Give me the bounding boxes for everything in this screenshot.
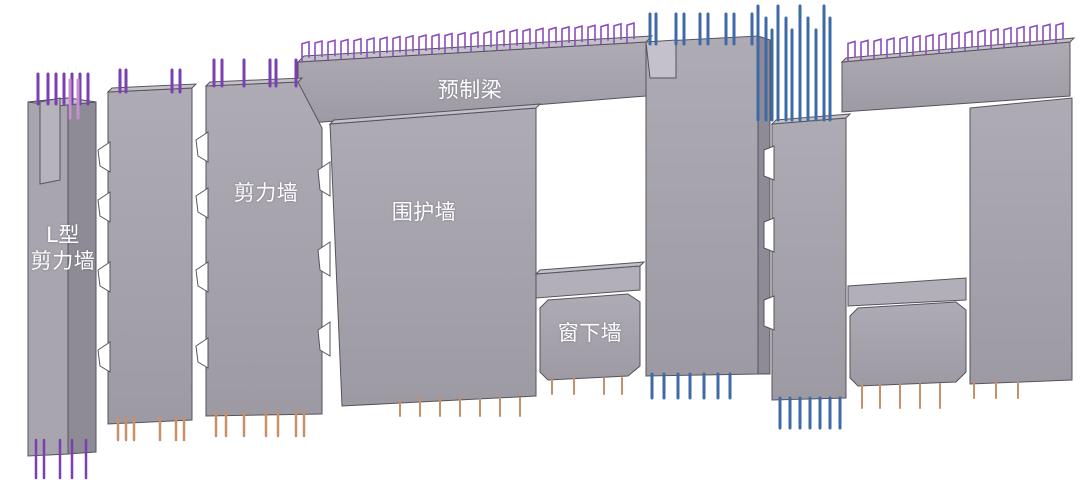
stirrup	[873, 38, 882, 60]
right-wall	[969, 97, 1073, 385]
stirrup	[587, 24, 596, 46]
stirrup	[860, 39, 869, 61]
stirrup	[522, 28, 531, 50]
shear-wall-center	[645, 35, 771, 377]
stirrup	[561, 25, 570, 47]
stirrup	[509, 28, 518, 50]
stirrup	[951, 31, 960, 53]
stirrup	[886, 36, 895, 59]
stirrup	[444, 32, 453, 54]
stirrup	[938, 32, 947, 54]
stirrup	[535, 27, 544, 49]
l-shear-wall	[27, 97, 97, 457]
shear-wall-2	[195, 77, 331, 417]
stirrup	[457, 31, 466, 53]
precast-beam-label: 预制梁	[437, 78, 503, 102]
precast-beam	[296, 35, 1076, 125]
stirrup	[418, 33, 427, 56]
stirrup	[600, 23, 609, 45]
stirrup	[912, 34, 921, 56]
stirrup	[496, 29, 505, 51]
stirrup	[340, 38, 349, 60]
stirrup	[1042, 23, 1051, 45]
enclosure-wall	[328, 103, 542, 407]
stirrup	[483, 30, 492, 52]
stirrup	[470, 30, 479, 53]
stirrup	[1016, 25, 1025, 47]
stirrup	[574, 25, 583, 47]
sill-wall	[534, 261, 646, 381]
shear-wall-label: 剪力墙	[233, 181, 299, 205]
stirrup	[548, 26, 557, 48]
stirrup	[366, 36, 375, 59]
shear-wall-1	[97, 83, 198, 425]
stirrup	[626, 22, 635, 44]
right-sill-wall	[847, 277, 967, 387]
beam-stirrups	[301, 22, 1064, 62]
enclosure-wall-label: 围护墙	[391, 200, 457, 224]
stirrup	[379, 36, 388, 58]
stirrup	[392, 35, 401, 57]
stirrup	[1003, 26, 1012, 48]
stirrup	[977, 29, 986, 51]
l-shear-wall-label: L型 剪力墙	[28, 222, 98, 274]
sill-wall-label: 窗下墙	[557, 321, 623, 345]
stirrup	[301, 40, 310, 62]
stirrup	[353, 37, 362, 59]
stirrup	[1029, 24, 1038, 46]
stirrup	[964, 30, 973, 52]
stirrup	[405, 34, 414, 56]
stirrup	[925, 33, 934, 55]
stirrup	[314, 39, 323, 62]
stirrup	[327, 39, 336, 61]
stirrup	[1055, 22, 1064, 44]
rebars	[34, 4, 1019, 480]
stirrup	[847, 40, 856, 62]
stirrup	[431, 33, 440, 55]
l-shear-wall-label-line2: 剪力墙	[30, 249, 96, 273]
l-shear-wall-label-line1: L型	[46, 223, 80, 247]
stirrup	[990, 27, 999, 49]
column-wall	[763, 113, 852, 401]
stirrup	[613, 22, 622, 44]
stirrup	[899, 35, 908, 57]
